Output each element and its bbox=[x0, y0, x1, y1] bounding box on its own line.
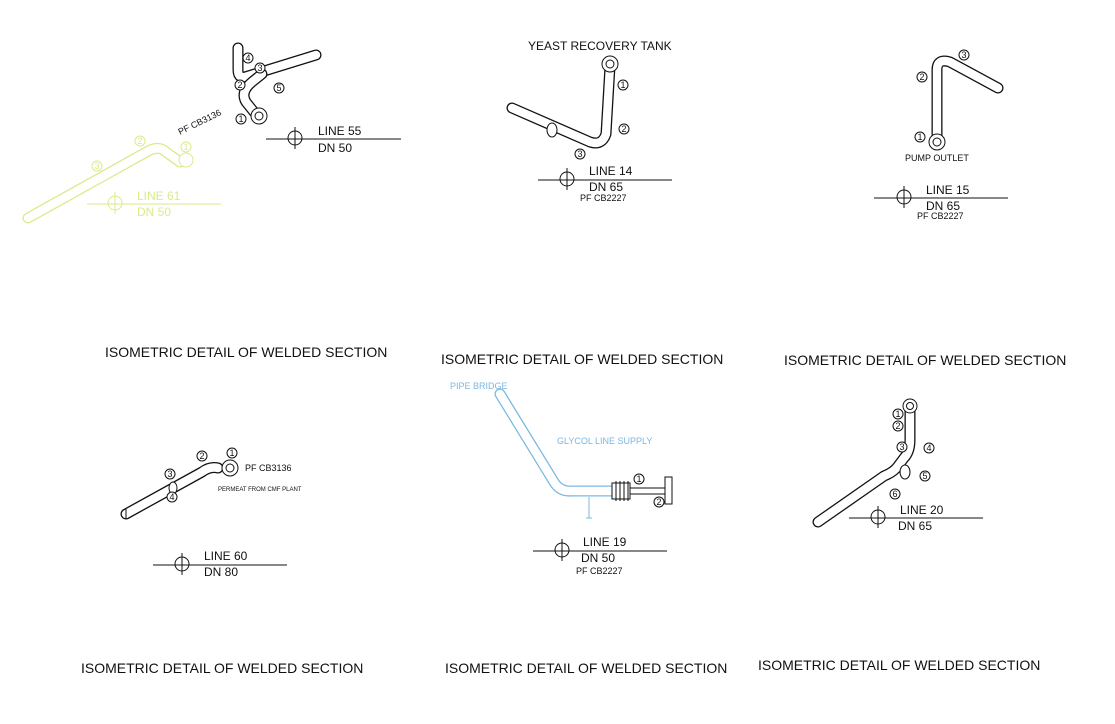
weld-marker: 2 bbox=[196, 450, 208, 462]
weld-marker: 3 bbox=[164, 468, 176, 480]
svg-text:1: 1 bbox=[895, 409, 900, 419]
pf-label: PF CB3136 bbox=[245, 463, 292, 473]
svg-text:1: 1 bbox=[238, 114, 243, 124]
detail-title: ISOMETRIC DETAIL OF WELDED SECTION bbox=[105, 344, 387, 360]
weld-marker: 4 bbox=[166, 491, 178, 503]
detail-line-20: 1 2 3 4 5 6 LINE 20 DN 65 ISOMETRIC DETA… bbox=[758, 398, 1040, 673]
svg-text:4: 4 bbox=[245, 53, 250, 63]
svg-text:2: 2 bbox=[919, 72, 924, 82]
weld-marker: 5 bbox=[919, 470, 931, 482]
outlet-label: PUMP OUTLET bbox=[905, 153, 969, 163]
svg-text:3: 3 bbox=[94, 161, 99, 171]
flange-icon bbox=[178, 152, 194, 168]
weld-marker: 1 bbox=[226, 447, 238, 459]
detail-line-14: YEAST RECOVERY TANK 1 2 3 LINE 14 DN 65 … bbox=[441, 39, 723, 367]
pipe-size: DN 65 bbox=[926, 199, 960, 213]
pf-label: PF CB2227 bbox=[580, 193, 627, 203]
flange-icon bbox=[250, 107, 268, 125]
flange-icon bbox=[928, 133, 946, 151]
tank-label: YEAST RECOVERY TANK bbox=[528, 39, 672, 53]
svg-text:3: 3 bbox=[961, 50, 966, 60]
weld-marker: 1 bbox=[892, 408, 904, 420]
source-note: PERMEAT FROM CMF PLANT bbox=[218, 487, 302, 493]
weld-marker: 1 bbox=[633, 473, 645, 485]
detail-line-15: 1 2 3 PUMP OUTLET LINE 15 DN 65 PF CB222… bbox=[784, 49, 1066, 368]
svg-text:2: 2 bbox=[895, 421, 900, 431]
pf-label: PF CB2227 bbox=[576, 566, 623, 576]
weld-marker: 3 bbox=[91, 160, 103, 172]
weld-marker: 6 bbox=[889, 488, 901, 500]
weld-marker: 1 bbox=[617, 79, 629, 91]
svg-text:3: 3 bbox=[899, 442, 904, 452]
flange-icon bbox=[601, 55, 619, 73]
flange-icon bbox=[902, 398, 918, 414]
weld-marker: 1 bbox=[914, 131, 926, 143]
line-number: LINE 20 bbox=[900, 503, 944, 517]
pipe-size: DN 50 bbox=[137, 205, 171, 219]
weld-marker: 2 bbox=[916, 71, 928, 83]
svg-text:3: 3 bbox=[577, 149, 582, 159]
detail-title: ISOMETRIC DETAIL OF WELDED SECTION bbox=[445, 660, 727, 676]
flange-icon bbox=[221, 459, 239, 477]
weld-marker: 3 bbox=[574, 148, 586, 160]
pf-label: PF CB2227 bbox=[917, 211, 964, 221]
weld-marker: 2 bbox=[234, 79, 246, 91]
svg-text:2: 2 bbox=[237, 80, 242, 90]
pipe-size: DN 80 bbox=[204, 565, 238, 579]
svg-text:1: 1 bbox=[636, 474, 641, 484]
detail-title: ISOMETRIC DETAIL OF WELDED SECTION bbox=[441, 351, 723, 367]
svg-text:1: 1 bbox=[229, 448, 234, 458]
svg-text:2: 2 bbox=[621, 124, 626, 134]
svg-text:4: 4 bbox=[926, 443, 931, 453]
pipe-size: DN 65 bbox=[898, 519, 932, 533]
weld-marker: 1 bbox=[235, 113, 247, 125]
pipe-bridge-label: PIPE BRIDGE bbox=[450, 381, 508, 391]
weld-marker: 3 bbox=[958, 49, 970, 61]
line-number: LINE 15 bbox=[926, 183, 970, 197]
line-number: LINE 60 bbox=[204, 549, 248, 563]
valve-icon bbox=[611, 482, 631, 500]
svg-text:1: 1 bbox=[183, 142, 188, 152]
svg-text:1: 1 bbox=[620, 80, 625, 90]
svg-text:2: 2 bbox=[137, 136, 142, 146]
weld-marker: 2 bbox=[618, 123, 630, 135]
line-number: LINE 19 bbox=[583, 535, 627, 549]
detail-title: ISOMETRIC DETAIL OF WELDED SECTION bbox=[81, 660, 363, 676]
line-number: LINE 61 bbox=[137, 189, 181, 203]
weld-marker: 5 bbox=[273, 82, 285, 94]
weld-joint bbox=[899, 464, 911, 480]
pipe-size: DN 50 bbox=[318, 141, 352, 155]
detail-title: ISOMETRIC DETAIL OF WELDED SECTION bbox=[758, 657, 1040, 673]
weld-marker: 4 bbox=[242, 52, 254, 64]
weld-marker: 2 bbox=[134, 135, 146, 147]
weld-marker: 1 bbox=[180, 141, 192, 153]
glycol-label: GLYCOL LINE SUPPLY bbox=[557, 436, 652, 446]
svg-text:1: 1 bbox=[917, 132, 922, 142]
svg-text:2: 2 bbox=[199, 451, 204, 461]
weld-joint bbox=[546, 122, 558, 138]
svg-text:4: 4 bbox=[169, 492, 174, 502]
detail-line-61-faded: 1 2 3 LINE 61 DN 50 bbox=[22, 135, 221, 224]
pf-label: PF CB3136 bbox=[176, 107, 222, 136]
weld-marker: 2 bbox=[892, 420, 904, 432]
pipe-size: DN 65 bbox=[589, 180, 623, 194]
detail-title: ISOMETRIC DETAIL OF WELDED SECTION bbox=[784, 352, 1066, 368]
svg-text:2: 2 bbox=[656, 497, 661, 507]
weld-marker: 3 bbox=[896, 441, 908, 453]
line-number: LINE 55 bbox=[318, 124, 362, 138]
weld-marker: 3 bbox=[254, 62, 266, 74]
svg-text:6: 6 bbox=[892, 489, 897, 499]
svg-text:3: 3 bbox=[167, 469, 172, 479]
detail-line-19: PIPE BRIDGE GLYCOL LINE SUPPLY 1 2 LINE … bbox=[445, 381, 727, 676]
svg-text:5: 5 bbox=[276, 83, 281, 93]
weld-marker: 2 bbox=[653, 496, 665, 508]
pipe-size: DN 50 bbox=[581, 551, 615, 565]
detail-line-60: 1 2 3 4 PF CB3136 PERMEAT FROM CMF PLANT… bbox=[81, 447, 363, 676]
svg-text:3: 3 bbox=[257, 63, 262, 73]
line-number: LINE 14 bbox=[589, 164, 633, 178]
flange-icon bbox=[664, 476, 673, 505]
svg-text:5: 5 bbox=[922, 471, 927, 481]
weld-marker: 4 bbox=[923, 442, 935, 454]
